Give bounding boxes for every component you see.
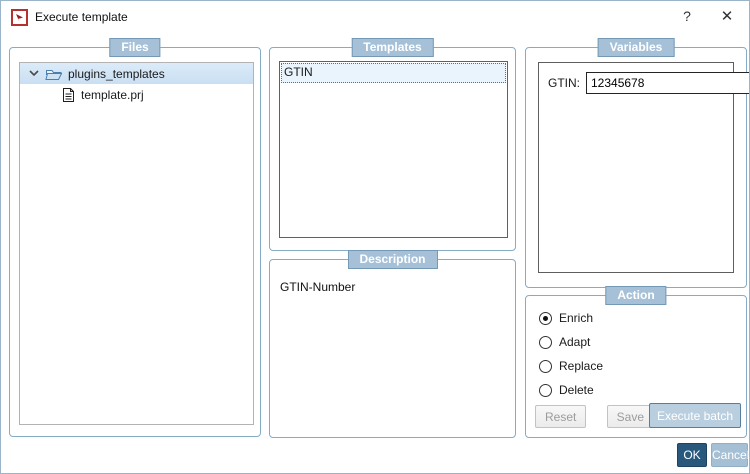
- description-text: GTIN-Number: [280, 280, 356, 294]
- help-button[interactable]: ?: [683, 8, 691, 24]
- variables-panel-label: Variables: [597, 38, 675, 57]
- gtin-field-label: GTIN:: [548, 76, 580, 90]
- radio-label: Replace: [559, 359, 604, 373]
- tree-item-template-prj[interactable]: template.prj: [20, 84, 253, 105]
- radio-option-adapt[interactable]: Adapt: [539, 334, 590, 350]
- save-button[interactable]: Save: [606, 405, 654, 428]
- radio-label: Delete: [559, 383, 594, 397]
- open-folder-icon: [44, 67, 64, 81]
- action-panel: Action Enrich Adapt Replace Delete Reset…: [525, 286, 747, 438]
- radio-option-replace[interactable]: Replace: [539, 358, 603, 374]
- templates-panel-label: Templates: [351, 38, 434, 57]
- files-tree[interactable]: plugins_templates template.prj: [19, 62, 254, 425]
- variables-box: GTIN:: [538, 62, 749, 273]
- radio-button-icon[interactable]: [539, 335, 552, 349]
- radio-button-icon[interactable]: [539, 359, 552, 373]
- radio-option-delete[interactable]: Delete: [539, 382, 594, 398]
- radio-button-icon[interactable]: [539, 383, 552, 397]
- tree-item-label: plugins_templates: [68, 66, 165, 81]
- radio-label: Enrich: [559, 311, 594, 325]
- action-panel-label: Action: [605, 286, 667, 305]
- chevron-down-icon[interactable]: [24, 70, 44, 77]
- reset-button[interactable]: Reset: [535, 405, 587, 428]
- templates-panel: Templates GTIN: [269, 38, 516, 251]
- tree-item-plugins-templates[interactable]: plugins_templates: [20, 63, 253, 84]
- gtin-spinbox: [586, 72, 749, 94]
- gtin-value-input[interactable]: [587, 73, 749, 93]
- ok-button[interactable]: OK: [677, 443, 707, 467]
- close-button[interactable]: ✕: [720, 8, 734, 25]
- list-item-gtin[interactable]: GTIN: [281, 63, 506, 83]
- document-icon: [60, 87, 76, 103]
- description-panel-label: Description: [347, 250, 438, 269]
- tree-item-label: template.prj: [81, 87, 144, 102]
- variables-panel: Variables GTIN:: [525, 38, 749, 288]
- cancel-button[interactable]: Cancel: [711, 443, 749, 467]
- description-panel: Description GTIN-Number: [269, 250, 516, 438]
- radio-option-enrich[interactable]: Enrich: [539, 310, 593, 326]
- templates-list[interactable]: GTIN: [279, 61, 508, 238]
- title-bar: Execute template ? ✕: [1, 1, 749, 33]
- files-panel-label: Files: [109, 38, 161, 57]
- radio-label: Adapt: [559, 335, 591, 349]
- app-logo-icon: [11, 8, 28, 26]
- files-panel: Files plugins_templates: [9, 38, 261, 437]
- radio-button-icon[interactable]: [539, 311, 552, 325]
- window-title: Execute template: [35, 10, 128, 24]
- execute-batch-button[interactable]: Execute batch: [648, 403, 741, 428]
- variable-row-gtin: GTIN:: [548, 72, 749, 94]
